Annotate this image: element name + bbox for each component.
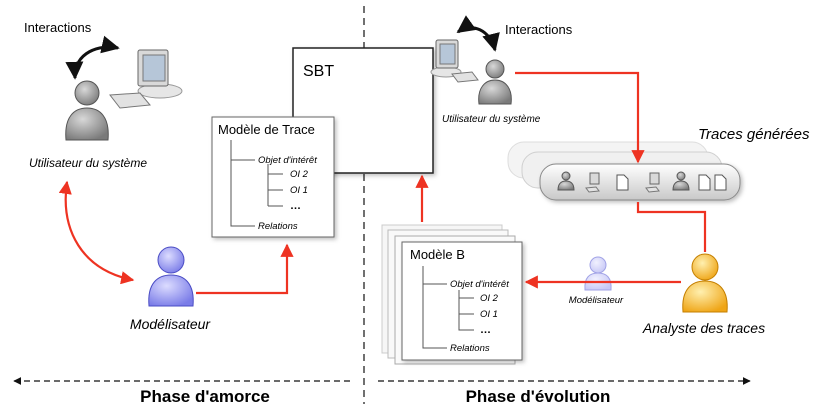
analyst-label: Analyste des traces	[642, 320, 765, 336]
user-to-traces-arrow	[515, 71, 645, 164]
model-b-oi1: OI 1	[480, 309, 498, 320]
analyst-icon	[682, 253, 728, 313]
trace-computer-icon	[645, 172, 660, 193]
left-user-group: Interactions Utilisateur du système	[24, 20, 183, 170]
phase-left-label: Phase d'amorce	[140, 387, 270, 406]
left-modeler-label: Modélisateur	[130, 316, 211, 332]
traces-to-analyst-line	[636, 202, 707, 252]
trace-model-dots: …	[290, 200, 301, 212]
trace-computer-icon	[585, 172, 600, 193]
trace-model-title: Modèle de Trace	[218, 122, 315, 137]
trace-document-icon	[698, 174, 711, 191]
model-b-title: Modèle B	[410, 247, 465, 262]
analyst-group: Analyste des traces	[642, 253, 765, 336]
trace-model-oi1: OI 1	[290, 185, 308, 196]
traces-label: Traces générées	[698, 126, 810, 143]
right-interaction-arrow	[456, 15, 500, 52]
user-modeler-arrow	[58, 180, 135, 285]
model-b-dots: …	[480, 324, 491, 336]
trace-model-box: Modèle de Trace Objet d'intérêt OI 2 OI …	[211, 116, 335, 238]
generated-traces: Traces générées	[507, 126, 810, 201]
trace-model-object: Objet d'intérêt	[258, 155, 317, 166]
computer-icon	[109, 49, 183, 109]
right-interactions-label: Interactions	[505, 22, 573, 37]
trace-model-relations: Relations	[258, 221, 298, 232]
left-interactions-label: Interactions	[24, 20, 92, 35]
left-user-label: Utilisateur du système	[29, 156, 147, 170]
trace-document-icon	[714, 174, 727, 191]
phase-axis: Phase d'amorce Phase d'évolution	[13, 377, 751, 406]
user-icon	[478, 59, 512, 105]
trace-model-oi2: OI 2	[290, 169, 309, 180]
left-modeler-group: Modélisateur	[130, 246, 211, 332]
modeler-icon	[148, 246, 194, 307]
sbt-label: SBT	[303, 63, 334, 80]
trace-user-icon	[557, 171, 575, 191]
trace-document-icon	[616, 174, 629, 191]
modeler-to-model-arrow	[196, 243, 294, 295]
model-b-object: Objet d'intérêt	[450, 279, 509, 290]
phase-right-label: Phase d'évolution	[466, 387, 611, 406]
computer-icon	[430, 39, 479, 83]
right-modeler-label: Modélisateur	[569, 295, 624, 306]
right-user-group: Interactions Utilisateur du système	[430, 15, 573, 125]
right-user-label: Utilisateur du système	[442, 114, 541, 125]
left-interaction-arrow	[65, 35, 120, 80]
model-b-box: Modèle B Objet d'intérêt OI 2 OI 1 … Rel…	[381, 224, 523, 365]
user-icon	[65, 80, 109, 141]
trace-user-icon	[672, 171, 690, 191]
modeler-icon	[584, 256, 612, 291]
model-b-oi2: OI 2	[480, 293, 499, 304]
model-b-relations: Relations	[450, 343, 490, 354]
